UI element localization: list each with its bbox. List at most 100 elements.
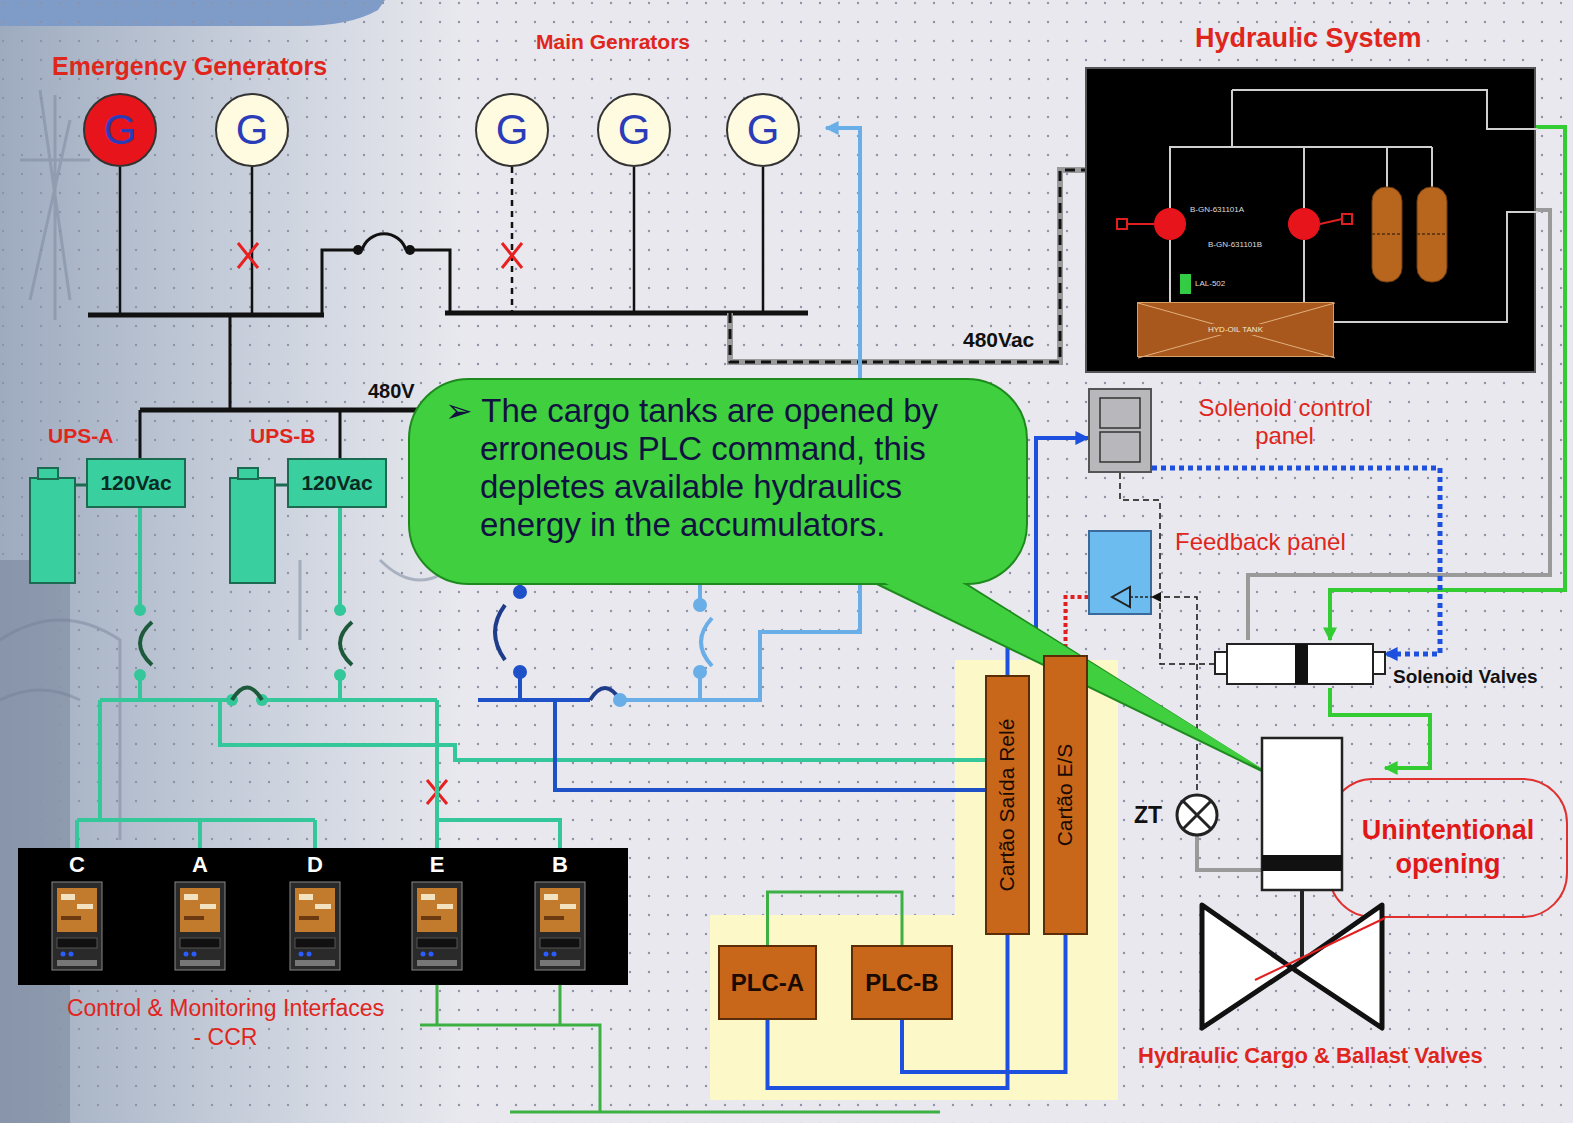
graphic-group (175, 882, 225, 970)
section-heading: Hydraulic System (1195, 23, 1422, 54)
shape-circle (192, 952, 197, 957)
wire-path (220, 700, 985, 760)
shape-rect (175, 882, 225, 970)
voltage-label: 480Vac (963, 328, 1034, 352)
shape-rect (180, 938, 220, 948)
connector (1066, 597, 1089, 655)
shape-rect (417, 960, 457, 966)
node-graphic (1200, 738, 1385, 1030)
shape-circle (69, 952, 74, 957)
equipment-tag: B-GN-631101B (1208, 240, 1262, 249)
panel-label: Control & Monitoring Interfaces - CCR (63, 994, 388, 1052)
wire-path (701, 618, 712, 666)
generator-circle: G (726, 93, 800, 167)
shape-rect (295, 960, 335, 966)
shape-circle (1154, 208, 1186, 240)
shape-rect (184, 916, 204, 920)
shape-rect (1227, 644, 1373, 684)
wire-path (502, 243, 522, 268)
tank-label: HYD-OIL TANK (1205, 324, 1266, 336)
wire-path (140, 508, 340, 700)
voltage-label: 480V (368, 380, 415, 403)
shape-rect (299, 916, 319, 920)
interface-unit: A (172, 852, 228, 978)
node-graphic (1215, 640, 1385, 688)
shape-rect (560, 904, 576, 909)
ups-label: UPS-A (48, 424, 113, 448)
panel-label: Solenoid control panel (1172, 394, 1397, 449)
shape-rect (57, 938, 97, 948)
shape-rect (544, 916, 564, 920)
wire-path (437, 700, 560, 848)
shape-rect (421, 894, 435, 900)
shape-rect (535, 882, 585, 970)
wire-path (238, 243, 258, 268)
wire-path (1138, 303, 1335, 358)
shape-circle (613, 693, 627, 707)
shape-circle (405, 245, 415, 255)
shape-rect (417, 938, 457, 948)
position-transmitter: ZT (1132, 790, 1222, 842)
generator-circle: G (215, 93, 289, 167)
interface-letter: A (172, 852, 228, 878)
callout-bubble: ➢ The cargo tanks are opened by erroneou… (408, 378, 1028, 585)
shape-rect (200, 904, 216, 909)
shape-rect (1100, 432, 1140, 462)
shape-rect (230, 478, 275, 583)
shape-circle (429, 952, 434, 957)
shape-circle (421, 952, 426, 957)
shape-rect (417, 888, 457, 932)
io-card: Cartão E/S (1043, 655, 1088, 935)
shape-circle (334, 669, 346, 681)
oil-tank: HYD-OIL TANK (1137, 302, 1334, 357)
generator-label: G (104, 109, 137, 151)
valve-label: Hydraulic Cargo & Ballast Valves (1138, 1043, 1483, 1069)
shape-rect (290, 882, 340, 970)
generator-circle: G (83, 93, 157, 167)
shape-circle (307, 952, 312, 957)
node-graphic (1090, 390, 1154, 475)
generator-label: G (496, 109, 529, 151)
generator-circle: G (597, 93, 671, 167)
shape-polygon (1292, 905, 1382, 1028)
shape-circle (61, 952, 66, 957)
interface-unit: B (532, 852, 588, 978)
shape-circle (693, 665, 707, 679)
shape-rect (315, 904, 331, 909)
shape-circle (693, 598, 707, 612)
shape-rect (1262, 855, 1342, 871)
wire-path (478, 585, 985, 790)
generator-label: G (747, 109, 780, 151)
wire-path (140, 250, 450, 458)
shape-circle (334, 604, 346, 616)
shape-rect (295, 888, 335, 932)
wire-path (77, 700, 315, 848)
shape-rect (299, 894, 313, 900)
shape-rect (409, 379, 1027, 584)
shape-rect (1342, 214, 1352, 224)
graphic-group (535, 882, 585, 970)
shape-circle (1177, 795, 1217, 835)
io-card: Cartão Saída Relé (985, 675, 1030, 935)
shape-rect (1117, 219, 1127, 229)
shape-circle (134, 669, 146, 681)
wire-path (1130, 596, 1152, 598)
wire-path (495, 605, 620, 700)
shape-rect (544, 894, 558, 900)
shape-rect (180, 888, 220, 932)
shape-rect (61, 894, 75, 900)
callout-text: ➢ The cargo tanks are opened by erroneou… (445, 392, 990, 544)
ups-box: UPS-A120Vac (86, 458, 186, 508)
wire-path (120, 167, 763, 315)
voltage-label: 120Vac (100, 471, 171, 495)
shape-circle (1288, 208, 1320, 240)
ccr-panel: Control & Monitoring Interfaces - CCRCAD… (18, 848, 628, 985)
shape-polygon (1112, 587, 1130, 607)
shape-rect (238, 468, 258, 479)
valve-label: Solenoid Valves (1393, 666, 1538, 688)
shape-rect (1215, 652, 1227, 674)
annotation-box: Unintentional opening (1328, 778, 1568, 918)
card-label: Cartão Saída Relé (996, 719, 1020, 892)
card-label: Cartão E/S (1054, 744, 1078, 847)
